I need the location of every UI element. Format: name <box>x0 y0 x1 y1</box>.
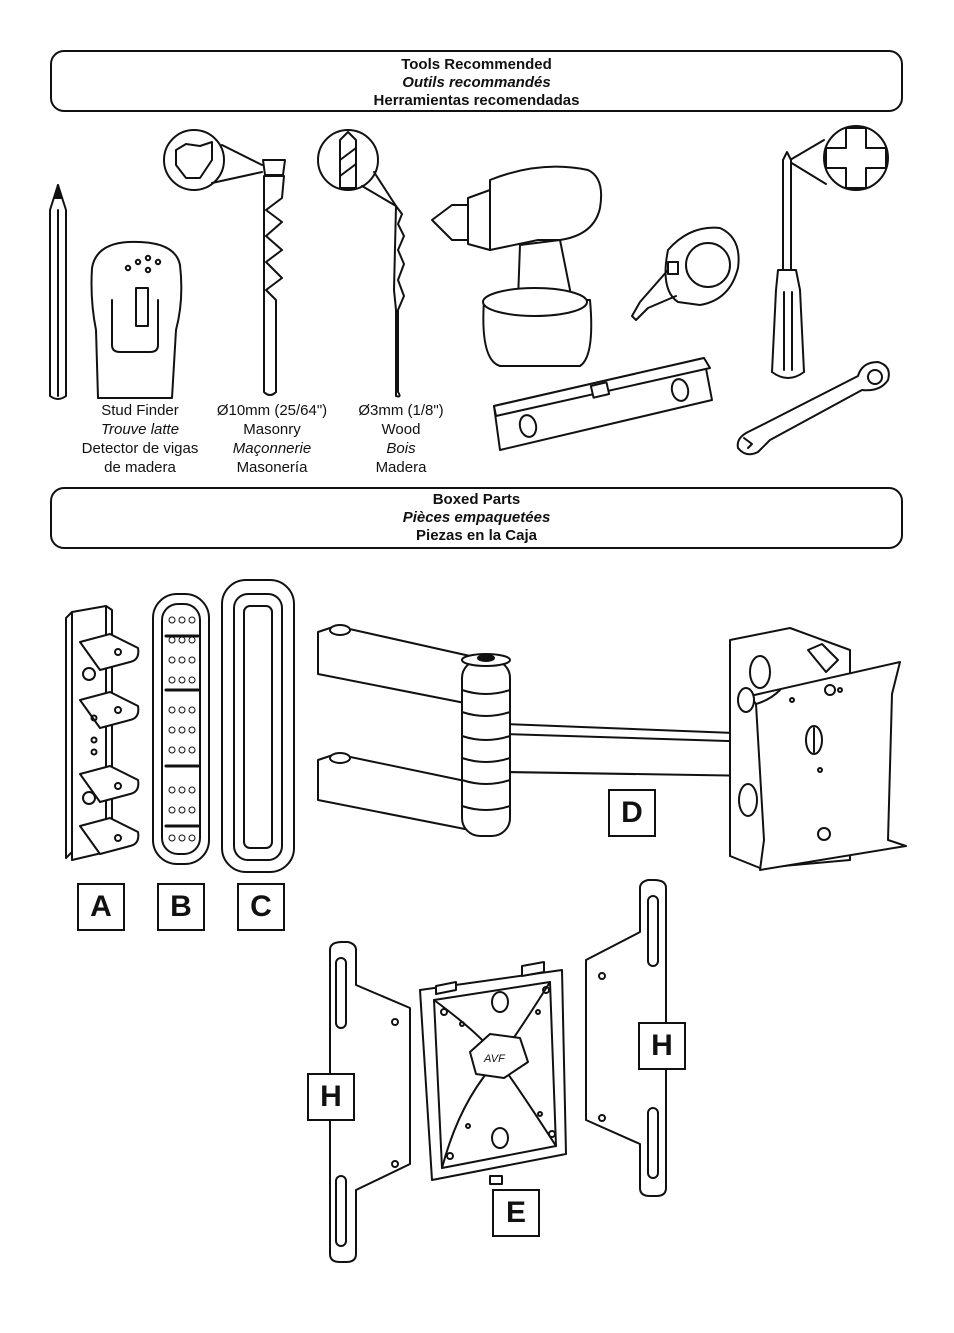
tools-recommended-banner: Tools Recommended Outils recommandés Her… <box>50 50 903 112</box>
wood-bit-caption: Ø3mm (1/8") Wood Bois Madera <box>358 402 444 476</box>
tools-banner-spanish: Herramientas recomendadas <box>373 92 580 109</box>
stud-finder-icon <box>90 240 183 399</box>
masonry-drill-bit-icon <box>163 129 286 396</box>
tools-banner-english: Tools Recommended <box>401 56 552 73</box>
part-e-vesa-adapter-plate: AVF <box>419 961 567 1185</box>
parts-banner-spanish: Piezas en la Caja <box>416 527 537 544</box>
tools-banner-french: Outils recommandés <box>402 74 551 91</box>
boxed-parts-banner: Boxed Parts Pièces empaquetées Piezas en… <box>50 487 903 549</box>
part-h-left-bracket <box>329 941 411 1263</box>
part-label-d: D <box>608 789 656 837</box>
parts-banner-french: Pièces empaquetées <box>402 509 551 526</box>
parts-banner-english: Boxed Parts <box>432 491 521 508</box>
power-drill-icon <box>431 165 603 367</box>
part-h-right-bracket <box>585 879 667 1197</box>
part-label-b: B <box>157 883 205 931</box>
stud-finder-caption: Stud Finder Trouve latte Detector de vig… <box>81 402 199 476</box>
wrench-icon <box>736 361 890 456</box>
part-a-wall-plate <box>65 605 140 861</box>
tape-measure-icon <box>631 226 740 321</box>
phillips-screwdriver-icon <box>771 125 889 379</box>
part-d-articulating-arm <box>317 624 907 871</box>
part-label-a: A <box>77 883 125 931</box>
masonry-bit-caption: Ø10mm (25/64") Masonry Maçonnerie Masone… <box>216 402 328 476</box>
part-label-h-right: H <box>638 1022 686 1070</box>
svg-text:AVF: AVF <box>483 1053 506 1065</box>
part-label-c: C <box>237 883 285 931</box>
part-c-frame <box>221 579 295 873</box>
spirit-level-icon <box>493 357 713 451</box>
wood-drill-bit-icon <box>317 129 405 398</box>
part-label-h-left: H <box>307 1073 355 1121</box>
part-b-spacer-strip <box>152 593 210 865</box>
pencil-icon <box>49 184 67 400</box>
part-label-e: E <box>492 1189 540 1237</box>
